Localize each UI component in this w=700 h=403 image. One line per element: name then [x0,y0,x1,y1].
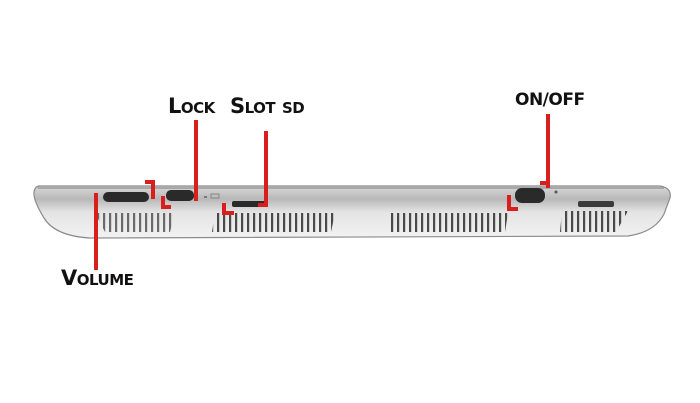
speaker-grille-right [560,211,628,232]
indicator-mark [210,193,220,199]
right-port-icon [578,201,614,207]
lock-label: Lock [168,94,215,118]
callout-on-off [507,114,550,211]
lock-switch-icon [166,190,194,201]
power-button-icon [515,188,545,203]
tablet-body [33,185,671,239]
volume-label: Volume [61,266,134,290]
volume-rocker-icon [103,192,149,202]
speaker-grille-center-right [388,213,508,232]
speaker-grille-left [95,213,175,232]
sd-card-slot-icon [232,201,266,207]
indicator-mark [204,196,207,198]
on-off-label: ON/OFF [515,90,585,110]
callout-lock [161,120,198,209]
speaker-grille-center-left [212,213,335,232]
callout-volume [94,180,155,270]
slot-sd-label: Slot sd [230,94,305,118]
power-led [554,190,558,194]
callout-slot-sd [222,131,268,215]
